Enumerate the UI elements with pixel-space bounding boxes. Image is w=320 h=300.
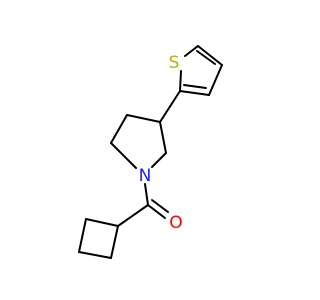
bond-c-o-2 [151, 199, 169, 213]
thiophene-ring [179, 45, 223, 96]
bond-cb-2 [78, 251, 112, 259]
bond-c-o-1 [147, 204, 166, 219]
carbonyl-group [147, 199, 169, 219]
cyclobutane-ring [78, 218, 119, 259]
bond-cb-3 [78, 218, 87, 253]
bond-c3-c4-pyr [126, 114, 161, 123]
bond-c4-c5 [197, 45, 223, 66]
bond-n-c2 [151, 152, 167, 168]
bond-carbonyl-cyclobutyl [117, 204, 149, 227]
bond-c3-c4 [208, 64, 223, 96]
bond-c2-c3-pyr [159, 121, 167, 154]
bond-c2-c3 [179, 90, 210, 96]
molecule-structure: S N O [78, 45, 223, 259]
oxygen-atom-label: O [169, 213, 182, 233]
bond-c5-s [184, 45, 199, 57]
sulfur-atom-label: S [169, 53, 180, 73]
bond-c4-c5-pyr [110, 114, 128, 144]
bond-n-carbonyl [144, 183, 149, 206]
bond-cb-4 [85, 218, 119, 227]
bond-c4-c5-double [196, 50, 216, 65]
bond-c3-c3-double [183, 84, 207, 89]
bond-thiophene-pyrrolidine [159, 90, 181, 123]
bond-c5-n [110, 142, 137, 169]
bond-s-c2 [179, 70, 182, 92]
bond-cb-1 [110, 225, 119, 259]
pyrrolidine-ring [110, 114, 167, 169]
nitrogen-atom-label: N [139, 166, 152, 186]
